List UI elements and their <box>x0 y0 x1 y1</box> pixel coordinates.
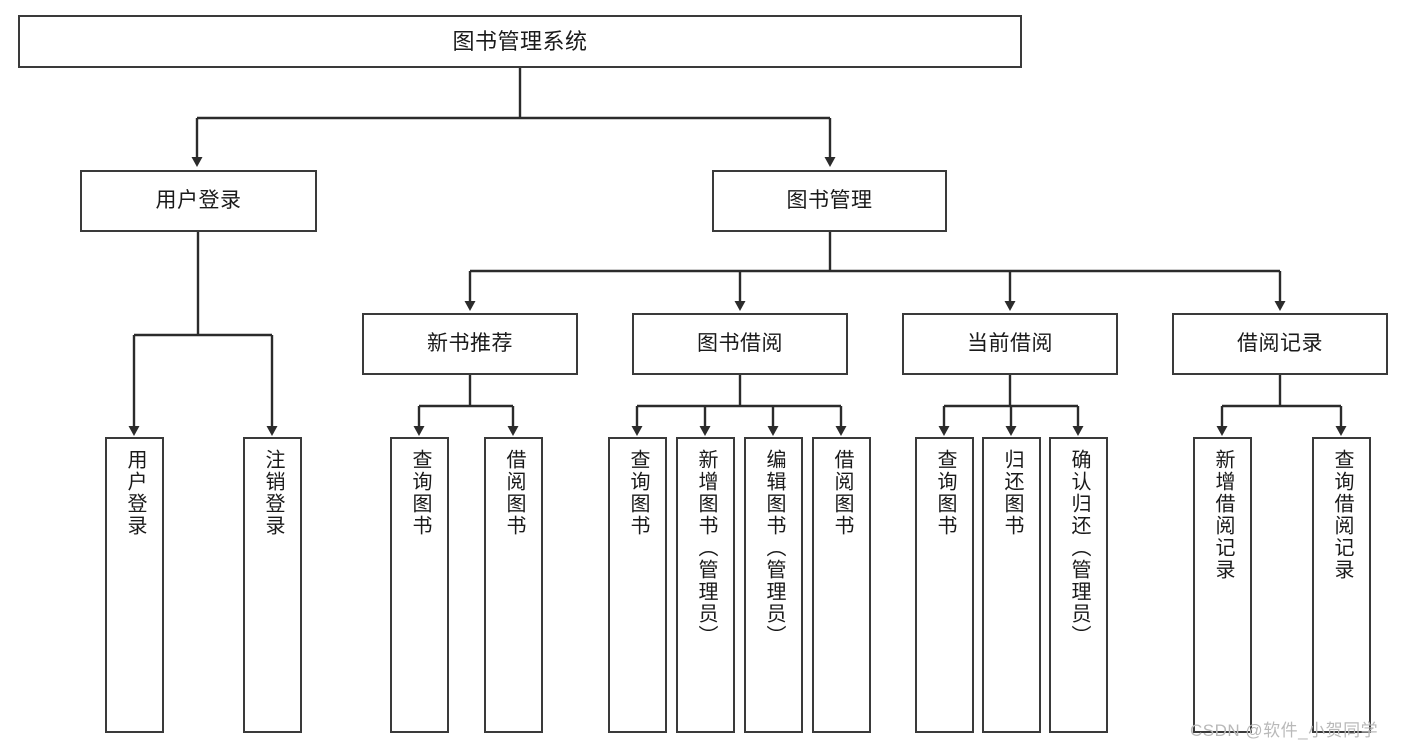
leaf-current-borrow-query[interactable]: 查询图书 <box>915 437 974 733</box>
leaf-user-login-login[interactable]: 用户登录 <box>105 437 164 733</box>
node-label: 查询借阅记录 <box>1331 449 1353 581</box>
leaf-current-borrow-confirm-return-admin[interactable]: 确认归还（管理员） <box>1049 437 1108 733</box>
node-label: 新增图书（管理员） <box>695 449 717 647</box>
node-label: 用户登录 <box>155 188 242 212</box>
leaf-user-login-logout[interactable]: 注销登录 <box>243 437 302 733</box>
node-current-borrow[interactable]: 当前借阅 <box>902 313 1118 375</box>
leaf-book-borrow-query[interactable]: 查询图书 <box>608 437 667 733</box>
leaf-book-borrow-add-admin[interactable]: 新增图书（管理员） <box>676 437 735 733</box>
node-label: 借阅记录 <box>1237 331 1323 355</box>
node-label: 查询图书 <box>934 449 956 537</box>
leaf-book-borrow-edit-admin[interactable]: 编辑图书（管理员） <box>744 437 803 733</box>
node-label: 新书推荐 <box>427 331 513 355</box>
leaf-current-borrow-return[interactable]: 归还图书 <box>982 437 1041 733</box>
node-label: 编辑图书（管理员） <box>763 449 785 647</box>
node-label: 用户登录 <box>124 449 146 537</box>
node-borrow-record[interactable]: 借阅记录 <box>1172 313 1388 375</box>
leaf-new-book-query[interactable]: 查询图书 <box>390 437 449 733</box>
leaf-new-book-borrow[interactable]: 借阅图书 <box>484 437 543 733</box>
node-label: 当前借阅 <box>967 331 1053 355</box>
csdn-watermark: CSDN @软件_小贺同学 <box>1190 721 1379 740</box>
node-book-borrow[interactable]: 图书借阅 <box>632 313 848 375</box>
leaf-borrow-record-query[interactable]: 查询借阅记录 <box>1312 437 1371 733</box>
node-label: 图书管理系统 <box>452 28 588 54</box>
node-root-book-management-system[interactable]: 图书管理系统 <box>18 15 1022 68</box>
leaf-borrow-record-add[interactable]: 新增借阅记录 <box>1193 437 1252 733</box>
leaf-book-borrow-borrow[interactable]: 借阅图书 <box>812 437 871 733</box>
node-label: 确认归还（管理员） <box>1068 449 1090 647</box>
node-user-login[interactable]: 用户登录 <box>80 170 317 232</box>
node-label: 查询图书 <box>409 449 431 537</box>
node-book-management[interactable]: 图书管理 <box>712 170 947 232</box>
node-label: 新增借阅记录 <box>1212 449 1234 581</box>
node-label: 查询图书 <box>627 449 649 537</box>
node-label: 借阅图书 <box>831 449 853 537</box>
node-label: 图书借阅 <box>697 331 783 355</box>
node-new-book-recommend[interactable]: 新书推荐 <box>362 313 578 375</box>
node-label: 归还图书 <box>1001 449 1023 537</box>
node-label: 图书管理 <box>786 188 873 212</box>
node-label: 借阅图书 <box>503 449 525 537</box>
node-label: 注销登录 <box>262 449 284 537</box>
